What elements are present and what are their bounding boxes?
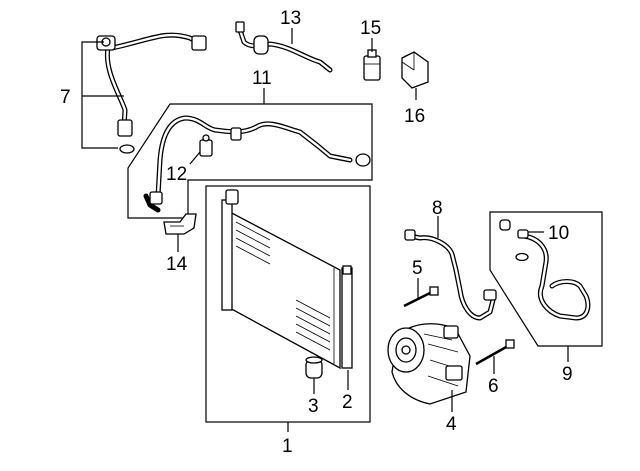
callout-2: 2 [342,392,353,413]
part-16-block [401,51,429,89]
callout-11: 11 [252,68,272,89]
callout-3: 3 [308,396,319,417]
callout-9: 9 [562,364,573,385]
leader-lines [81,28,569,432]
part-12-valve [199,134,213,157]
part-13-hose [235,21,333,73]
callout-labels: 1 2 3 4 5 6 7 8 9 10 11 12 13 14 15 16 [60,8,573,457]
callout-5: 5 [412,258,423,279]
part-6-bolt [475,339,515,366]
callout-15: 15 [360,18,381,39]
part-7-hose-assembly [96,32,207,154]
part-4-compressor [387,323,471,405]
callout-7: 7 [60,87,71,108]
part-14-bracket [163,213,197,235]
callout-8: 8 [432,198,443,219]
part-1-condenser-box [205,185,371,423]
part-5-bolt [403,286,439,308]
callout-13: 13 [280,8,301,29]
callout-14: 14 [166,254,188,275]
callout-1: 1 [282,436,293,457]
part-11-suction-tube-box [127,103,373,219]
callout-6: 6 [488,376,499,397]
part-15-pressure-switch [363,49,381,81]
part-8-liquid-line [404,229,497,321]
callout-16: 16 [404,106,425,127]
part-9-hose-box [489,211,603,347]
callout-4: 4 [446,414,457,435]
callout-12: 12 [166,164,187,185]
callout-10: 10 [548,223,569,244]
